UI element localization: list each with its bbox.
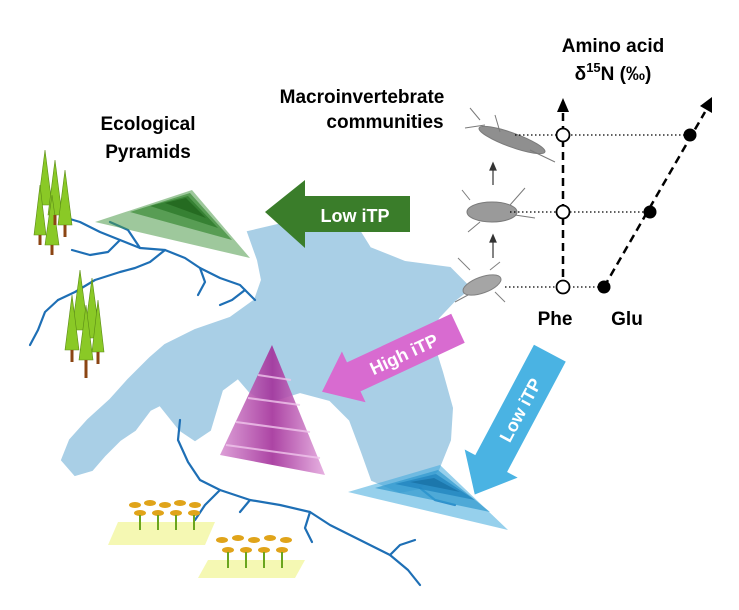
macroinvertebrate-icon bbox=[454, 257, 506, 303]
glu-point bbox=[643, 205, 657, 219]
phe-point bbox=[555, 127, 571, 143]
amino-acid-label: Amino acid bbox=[562, 36, 664, 57]
lake-shape bbox=[60, 220, 472, 494]
glu-trend-line bbox=[602, 111, 707, 288]
crop-field-icon bbox=[198, 535, 305, 578]
glu-point bbox=[597, 280, 611, 294]
tree-icon bbox=[64, 269, 105, 378]
macroinvertebrate-icon bbox=[461, 187, 536, 233]
amino-acid-plot bbox=[505, 97, 712, 295]
low-itp-arrow-green: Low iTP bbox=[265, 180, 410, 248]
macroinvertebrate-label: communities bbox=[326, 112, 443, 133]
river-network bbox=[28, 214, 457, 587]
macroinvertebrate-label: Macroinvertebrate bbox=[280, 87, 445, 108]
ecological-pyramids-label: Ecological bbox=[100, 114, 195, 135]
magenta-pyramid bbox=[220, 345, 325, 475]
phe-point bbox=[555, 279, 571, 295]
phe-label: Phe bbox=[538, 309, 573, 330]
crop-field-icon bbox=[108, 500, 215, 545]
green-pyramid bbox=[95, 190, 250, 258]
macroinvertebrate-icon bbox=[464, 107, 556, 163]
glu-point bbox=[683, 128, 697, 142]
phe-point bbox=[555, 204, 571, 220]
tree-icon bbox=[33, 149, 73, 255]
glu-label: Glu bbox=[611, 309, 643, 330]
phe-arrowhead bbox=[557, 98, 569, 112]
blue-pyramid bbox=[348, 465, 508, 530]
trophic-step-arrows bbox=[489, 161, 497, 258]
ecological-pyramids-label: Pyramids bbox=[105, 142, 191, 163]
low-itp-arrow-blue: Low iTP bbox=[464, 344, 566, 495]
delta15n-label: δ15N (‰) bbox=[575, 60, 652, 85]
arrow-label: Low iTP bbox=[321, 206, 390, 226]
glu-arrowhead bbox=[700, 97, 712, 113]
